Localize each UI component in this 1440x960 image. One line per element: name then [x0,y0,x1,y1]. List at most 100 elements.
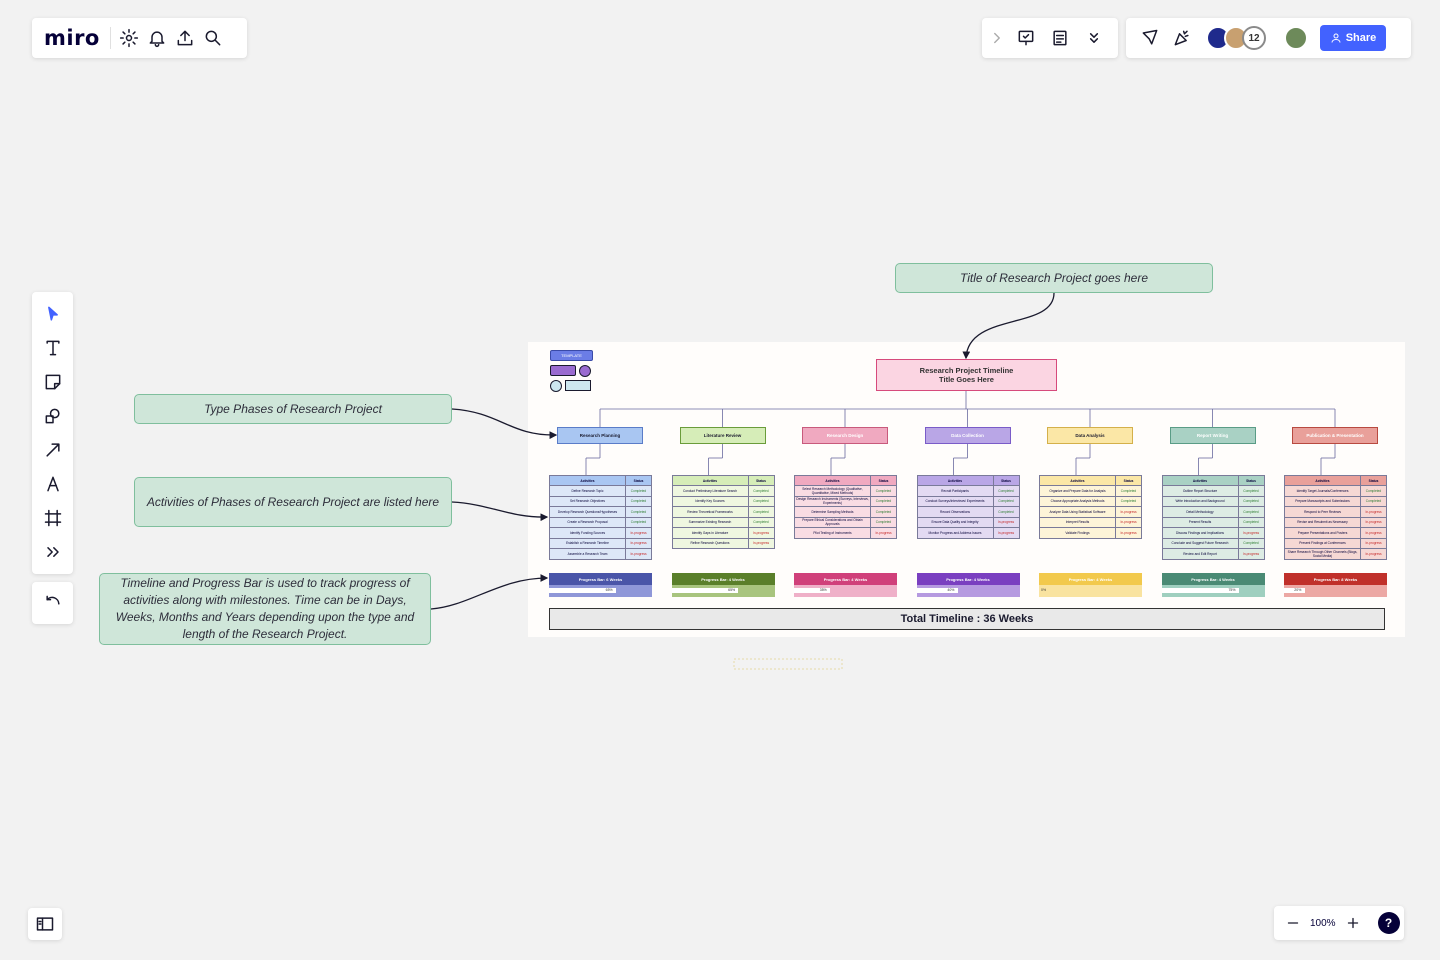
pen-tool-icon[interactable] [39,470,67,498]
template-legend: TEMPLATE [550,350,593,392]
status-header: Status [625,475,652,486]
status-cell: Completed [625,516,652,528]
status-cell: Completed [625,485,652,497]
activity-cell: Outline Report Structure [1161,485,1239,497]
phase-box[interactable]: Research Design [802,427,888,444]
root-title-box[interactable]: Research Project Timeline Title Goes Her… [876,359,1057,391]
phase-box[interactable]: Publication & Presentation [1292,427,1378,444]
status-header: Status [870,475,897,486]
arrow-tool-icon[interactable] [39,436,67,464]
more-tools-icon[interactable] [39,538,67,566]
zoom-controls: 100% ? [1274,906,1404,940]
presentation-icon[interactable] [1012,24,1040,52]
settings-icon[interactable] [115,24,143,52]
status-cell: In-progress [1237,527,1265,539]
progress-fill [671,588,739,593]
activity-cell: Identify Key Sources [671,495,749,507]
phase-box[interactable]: Data Analysis [1047,427,1133,444]
activities-note[interactable]: Activities of Phases of Research Project… [134,477,452,527]
phases-note[interactable]: Type Phases of Research Project [134,394,452,424]
root-title-line2: Title Goes Here [939,375,994,384]
progress-bar-label: Progress Bar: 4 Weeks [794,573,897,585]
activity-cell: Share Research Through Other Channels (B… [1284,548,1361,560]
upload-icon[interactable] [171,24,199,52]
zoom-level[interactable]: 100% [1310,917,1336,929]
activity-cell: Validate Findings [1039,527,1116,539]
title-note[interactable]: Title of Research Project goes here [895,263,1213,293]
status-header: Status [1237,475,1265,486]
undo-icon[interactable] [39,589,67,617]
frame-tool-icon[interactable] [39,504,67,532]
user-avatar[interactable] [1284,26,1308,50]
activity-cell: Refine Research Questions [671,537,749,549]
chevron-double-down-icon[interactable] [1080,24,1108,52]
status-cell: Completed [1237,506,1265,518]
help-button[interactable]: ? [1377,912,1400,934]
status-cell: In-progress [992,527,1020,539]
bell-icon[interactable] [143,24,171,52]
progress-track: 0% [1039,585,1142,597]
cursor-icon[interactable] [1136,24,1164,52]
activity-cell: Prepare Presentations and Posters [1284,527,1361,539]
activity-cell: Record Observations [916,506,994,518]
progress-track: 65% [549,585,652,597]
status-cell: In-progress [747,537,775,549]
sticky-note-icon[interactable] [39,368,67,396]
status-header: Status [1115,475,1142,486]
activity-cell: Establish a Research Timeline [549,537,626,549]
status-cell: In-progress [1115,506,1142,518]
notes-icon[interactable] [1046,24,1074,52]
zoom-in-icon[interactable] [1344,909,1362,937]
shapes-icon[interactable] [39,402,67,430]
progress-track: 20% [1284,585,1387,597]
phase-box[interactable]: Report Writing [1169,427,1256,444]
phase-box[interactable]: Research Planning [557,427,643,444]
template-tag: TEMPLATE [550,350,593,361]
chevron-right-icon[interactable] [988,24,1006,52]
sidebar-icon[interactable] [31,910,59,938]
timeline-note[interactable]: Timeline and Progress Bar is used to tra… [99,573,431,645]
activity-cell: Assemble a Research Team [549,548,626,560]
activity-cell: Organize and Prepare Data for Analysis [1039,485,1116,497]
progress-track: 75% [1161,585,1265,597]
activity-cell: Set Research Objectives [549,495,626,507]
share-button[interactable]: Share [1320,25,1386,51]
progress-bar-label: Progress Bar: 4 Weeks [1039,573,1142,585]
phase-box[interactable]: Data Collection [924,427,1011,444]
collaborator-count-badge[interactable]: 12 [1242,26,1266,50]
legend-rect [550,365,576,376]
text-tool-icon[interactable] [39,334,67,362]
total-timeline: Total Timeline : 36 Weeks [549,608,1385,630]
phase-box[interactable]: Literature Review [679,427,766,444]
progress-track: 35% [794,585,897,597]
celebrate-icon[interactable] [1168,24,1196,52]
top-right-toolbar: 12 Share [1126,18,1411,58]
status-cell: In-progress [625,537,652,549]
progress-bar-label: Progress Bar: 4 Weeks [671,573,775,585]
activity-cell: Revise and Resubmit as Necessary [1284,516,1361,528]
search-icon[interactable] [199,24,227,52]
miro-logo[interactable]: miro [44,26,100,50]
select-tool-icon[interactable] [39,300,67,328]
status-cell: Completed [1237,495,1265,507]
zoom-out-icon[interactable] [1284,909,1302,937]
activity-cell: Present Findings at Conferences [1284,537,1361,549]
status-cell: In-progress [992,516,1020,528]
